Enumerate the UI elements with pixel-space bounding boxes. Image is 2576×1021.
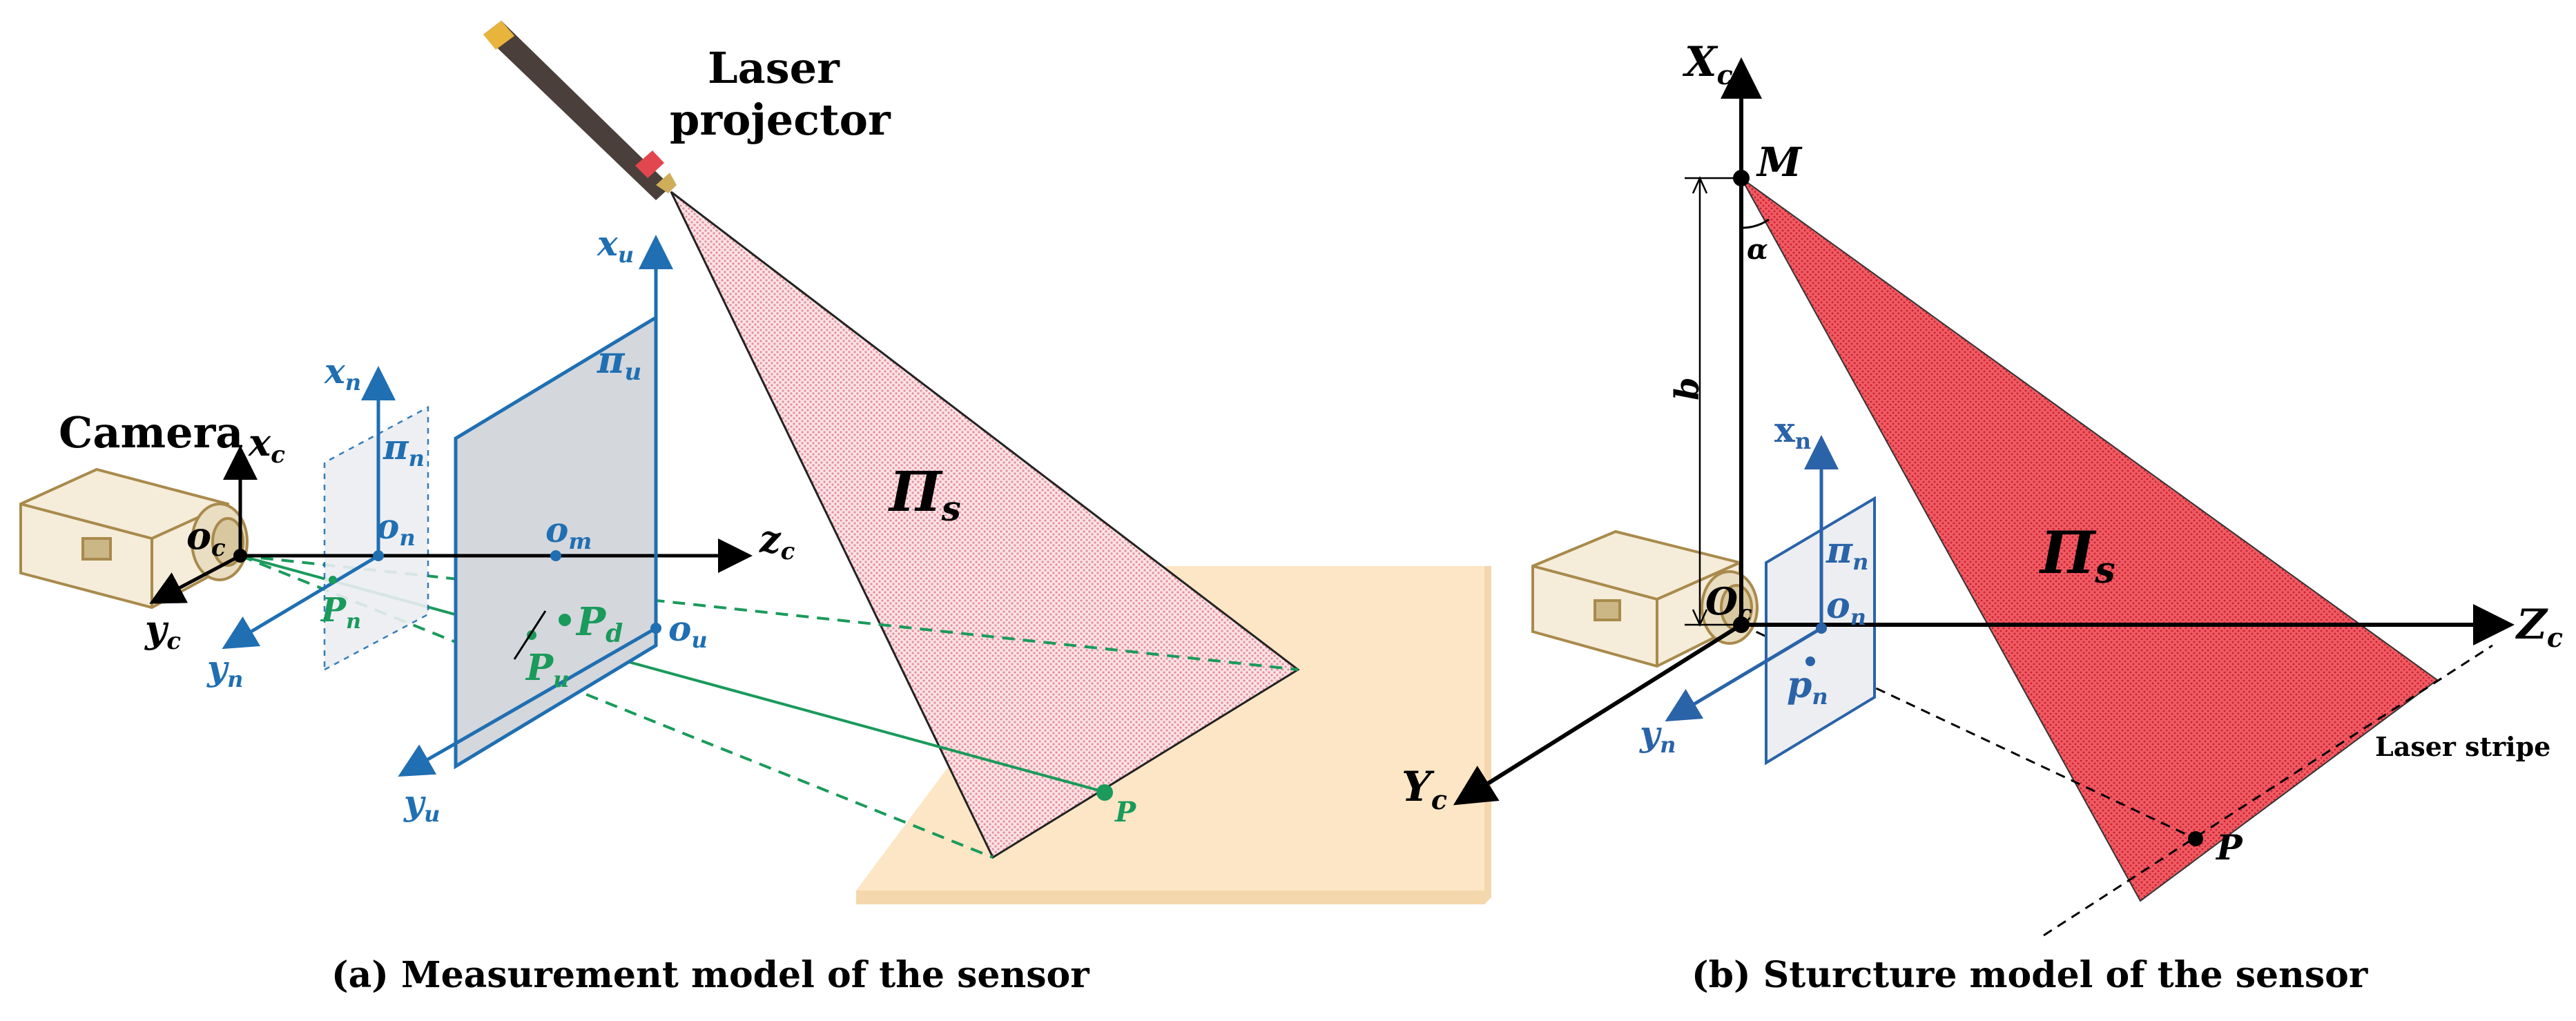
laser-label-line2: projector — [670, 95, 891, 145]
alpha-arc — [1741, 218, 1770, 229]
caption-a: (a) Measurement model of the sensor — [331, 954, 1090, 996]
label-yn-b: yn — [1639, 713, 1676, 758]
panel-b-structure-model: Xc M α b Πs xn πn on Oc pn yn Zc Yc Lase… — [1402, 38, 2563, 996]
label-alpha: α — [1747, 233, 1768, 266]
origin-oc-dot — [233, 549, 247, 563]
normalized-image-plane — [323, 405, 429, 672]
origin-on-dot-b — [1816, 623, 1827, 634]
label-yu: yu — [403, 782, 440, 827]
camera-axes — [149, 445, 753, 604]
normalized-axes — [222, 366, 396, 650]
label-Oc-b: Oc — [1705, 579, 1752, 628]
label-xu: xu — [597, 223, 634, 268]
laser-plane-pi-s — [670, 191, 1300, 859]
label-b: b — [1668, 377, 1707, 400]
image-axes — [398, 235, 673, 777]
label-pd: Pd — [575, 599, 623, 648]
label-xn-b: xn — [1774, 409, 1811, 454]
label-pi-s-b: Πs — [2039, 518, 2115, 592]
label-pi-s: Πs — [888, 459, 961, 529]
label-pin: πn — [382, 427, 425, 471]
point-p — [1096, 784, 1113, 801]
label-Yc: Yc — [1402, 763, 1447, 815]
label-yc: yc — [144, 607, 181, 655]
label-on-b: on — [1826, 585, 1866, 630]
camera-axes-b — [1453, 57, 2515, 806]
point-pd — [559, 614, 571, 626]
laser-label-line1: Laser — [708, 43, 840, 93]
label-ou: ou — [668, 608, 708, 653]
label-laser-stripe: Laser stripe — [2375, 731, 2550, 762]
laser-plane-pi-s-b — [1741, 177, 2439, 902]
label-zc: zc — [759, 517, 795, 565]
point-m — [1733, 170, 1750, 186]
point-p-b — [2188, 831, 2203, 846]
label-piu: πu — [597, 338, 641, 386]
label-on: on — [376, 506, 416, 551]
label-xn: xn — [324, 351, 361, 396]
label-om: om — [545, 509, 592, 554]
camera-label: Camera — [59, 407, 243, 458]
label-pn: Pn — [320, 591, 361, 634]
label-pu: Pu — [525, 647, 569, 692]
panel-a-measurement-model: Camera Laser projector Πs xc oc yc zc xn… — [19, 21, 1491, 996]
label-Zc: Zc — [2515, 601, 2563, 653]
label-p: P — [1114, 796, 1137, 828]
laser-stripe-line — [2043, 644, 2493, 937]
dimension-b — [1685, 175, 1741, 628]
origin-on-dot — [373, 550, 384, 561]
normalized-axes-b — [1665, 435, 1839, 722]
label-yn: yn — [206, 648, 243, 692]
label-oc: oc — [186, 514, 226, 562]
label-M: M — [1756, 139, 1803, 186]
label-Xc: Xc — [1682, 38, 1733, 90]
laser-projector-icon — [483, 21, 677, 200]
origin-om-dot — [550, 550, 561, 561]
label-pn-b: pn — [1787, 664, 1828, 710]
origin-ou-dot — [650, 623, 661, 634]
point-oc-b — [1733, 616, 1750, 633]
distortion-bar — [513, 610, 547, 660]
label-xc: xc — [248, 420, 285, 469]
point-pn — [329, 576, 337, 584]
caption-b: (b) Sturcture model of the sensor — [1692, 954, 2368, 996]
point-pn-dot-b — [1805, 657, 1815, 666]
label-P-b: P — [2215, 827, 2243, 868]
label-pin-b: πn — [1826, 529, 1868, 575]
